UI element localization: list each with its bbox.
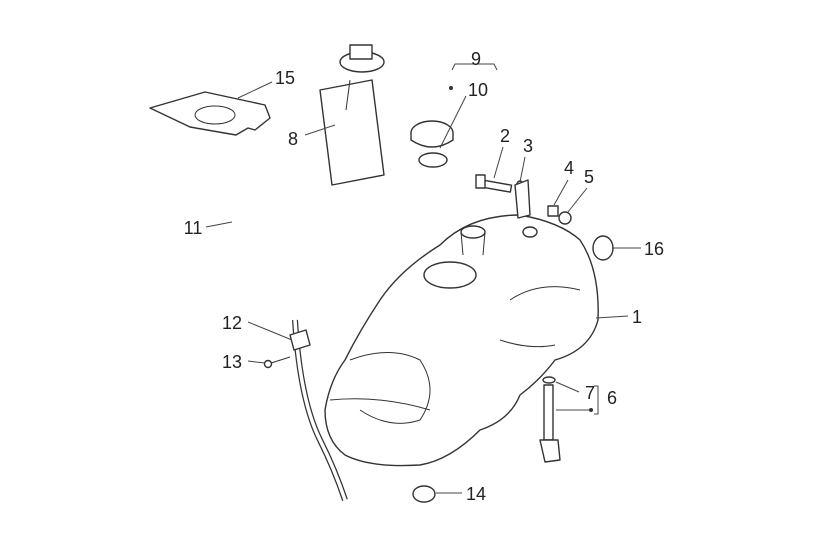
callout-9: 9 [471,49,481,69]
callout-5: 5 [584,167,594,187]
hose-11 [223,180,471,501]
bolt-2 [475,174,513,193]
callout-15: 15 [275,68,295,88]
spacer-4 [547,205,559,217]
clamp-14 [412,485,436,503]
fuel-cap-9 [410,120,454,168]
sender-6 [539,376,561,463]
cover-plate-15 [149,91,271,136]
callout-6: 6 [607,388,617,408]
callout-4: 4 [564,158,574,178]
callout-11: 11 [184,218,203,238]
callout-8: 8 [288,129,298,149]
callout-1: 1 [632,307,642,327]
callout-13: 13 [222,352,242,372]
callout-2: 2 [500,126,510,146]
callout-12: 12 [222,313,242,333]
callout-10: 10 [468,80,488,100]
fuel-tank-1 [324,179,599,467]
clip-12 [289,329,311,351]
callout-14: 14 [466,484,486,504]
clamp-16 [592,235,614,261]
callout-16: 16 [644,239,664,259]
nut-5 [558,211,572,225]
leader-lines [205,63,641,494]
screw-13 [263,356,291,369]
callout-3: 3 [523,136,533,156]
fuel-pump-8 [319,44,385,186]
callout-7: 7 [585,383,595,403]
